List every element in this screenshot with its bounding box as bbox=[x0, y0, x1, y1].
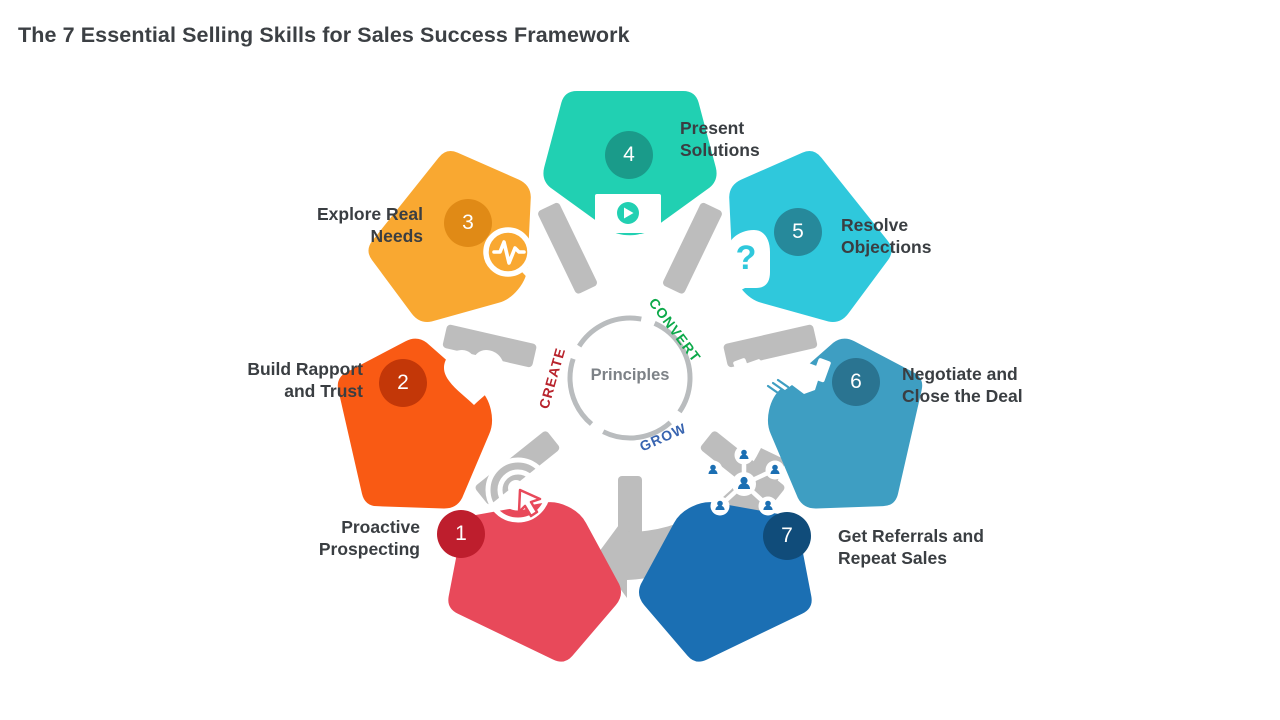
svg-text:?: ? bbox=[736, 239, 757, 277]
step-badge-3[interactable]: 3 bbox=[444, 199, 492, 247]
step-badge-5[interactable]: 5 bbox=[774, 208, 822, 256]
center-ring bbox=[567, 315, 693, 441]
step-label-1: Proactive Prospecting bbox=[318, 517, 420, 560]
step-label-6: Negotiate and Close the Deal bbox=[902, 364, 1023, 407]
magnifier-pulse-icon bbox=[483, 227, 543, 289]
step-badge-1[interactable]: 1 bbox=[437, 510, 485, 558]
step-label-2: Build Rapport and Trust bbox=[247, 359, 363, 402]
step-label-3: Explore Real Needs bbox=[316, 204, 423, 247]
page-title: The 7 Essential Selling Skills for Sales… bbox=[18, 23, 630, 47]
step-badge-7[interactable]: 7 bbox=[763, 512, 811, 560]
step-badge-6[interactable]: 6 bbox=[832, 358, 880, 406]
center-label: Principles bbox=[590, 366, 670, 384]
target-cursor-icon bbox=[485, 457, 551, 523]
presentation-audience-icon bbox=[595, 194, 661, 258]
step-badge-2[interactable]: 2 bbox=[379, 359, 427, 407]
referral-network-icon bbox=[703, 445, 785, 516]
step-label-7: Get Referrals and Repeat Sales bbox=[838, 526, 984, 569]
step-label-4: Present Solutions bbox=[680, 118, 760, 161]
step-badge-4[interactable]: 4 bbox=[605, 131, 653, 179]
question-head-icon: ? bbox=[722, 230, 770, 294]
step-label-5: Resolve Objections bbox=[841, 215, 932, 258]
heart-icon bbox=[444, 350, 504, 405]
handshake-icon bbox=[733, 358, 831, 395]
